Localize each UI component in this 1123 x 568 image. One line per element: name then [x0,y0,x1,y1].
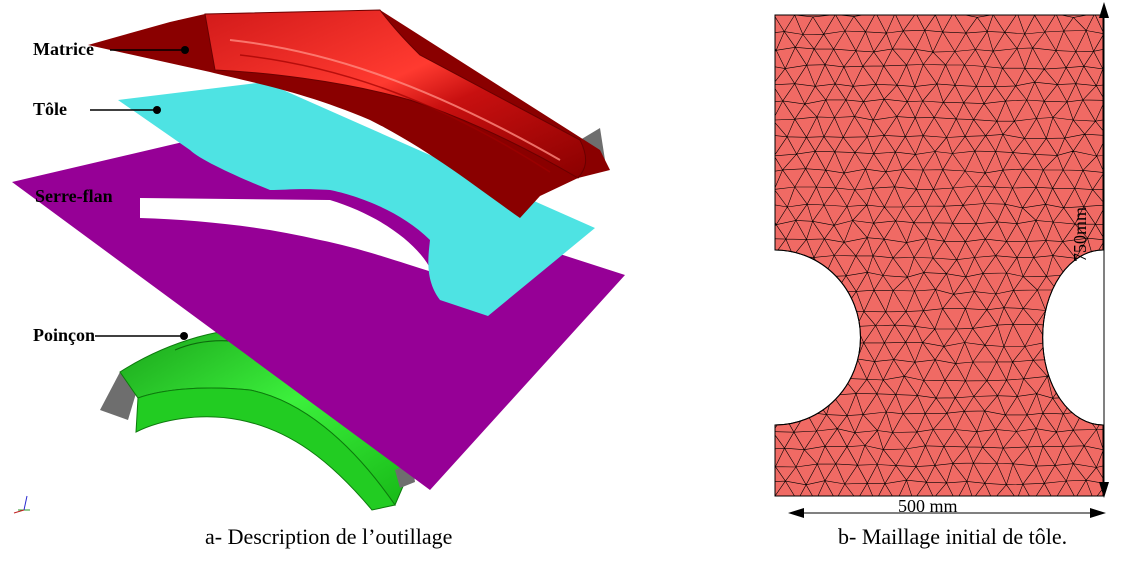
tole-shape [118,82,595,316]
label-serre-flan: Serre-flan [35,186,113,206]
caption-a: a- Description de l’outillage [205,524,453,549]
width-label: 500 mm [898,496,958,516]
height-dimension [1099,2,1109,498]
axis-triad-icon [13,495,30,514]
matrice-shape [88,9,610,218]
label-leaders [90,46,189,340]
tooling-3d-view [12,9,625,514]
height-label: 750mm [1070,206,1090,262]
label-poincon: Poinçon [33,325,96,345]
label-tole: Tôle [33,99,67,119]
label-matrice: Matrice [33,39,94,59]
mesh-figure [774,2,1109,518]
width-dimension [788,508,1106,518]
caption-b: b- Maillage initial de tôle. [838,524,1068,549]
